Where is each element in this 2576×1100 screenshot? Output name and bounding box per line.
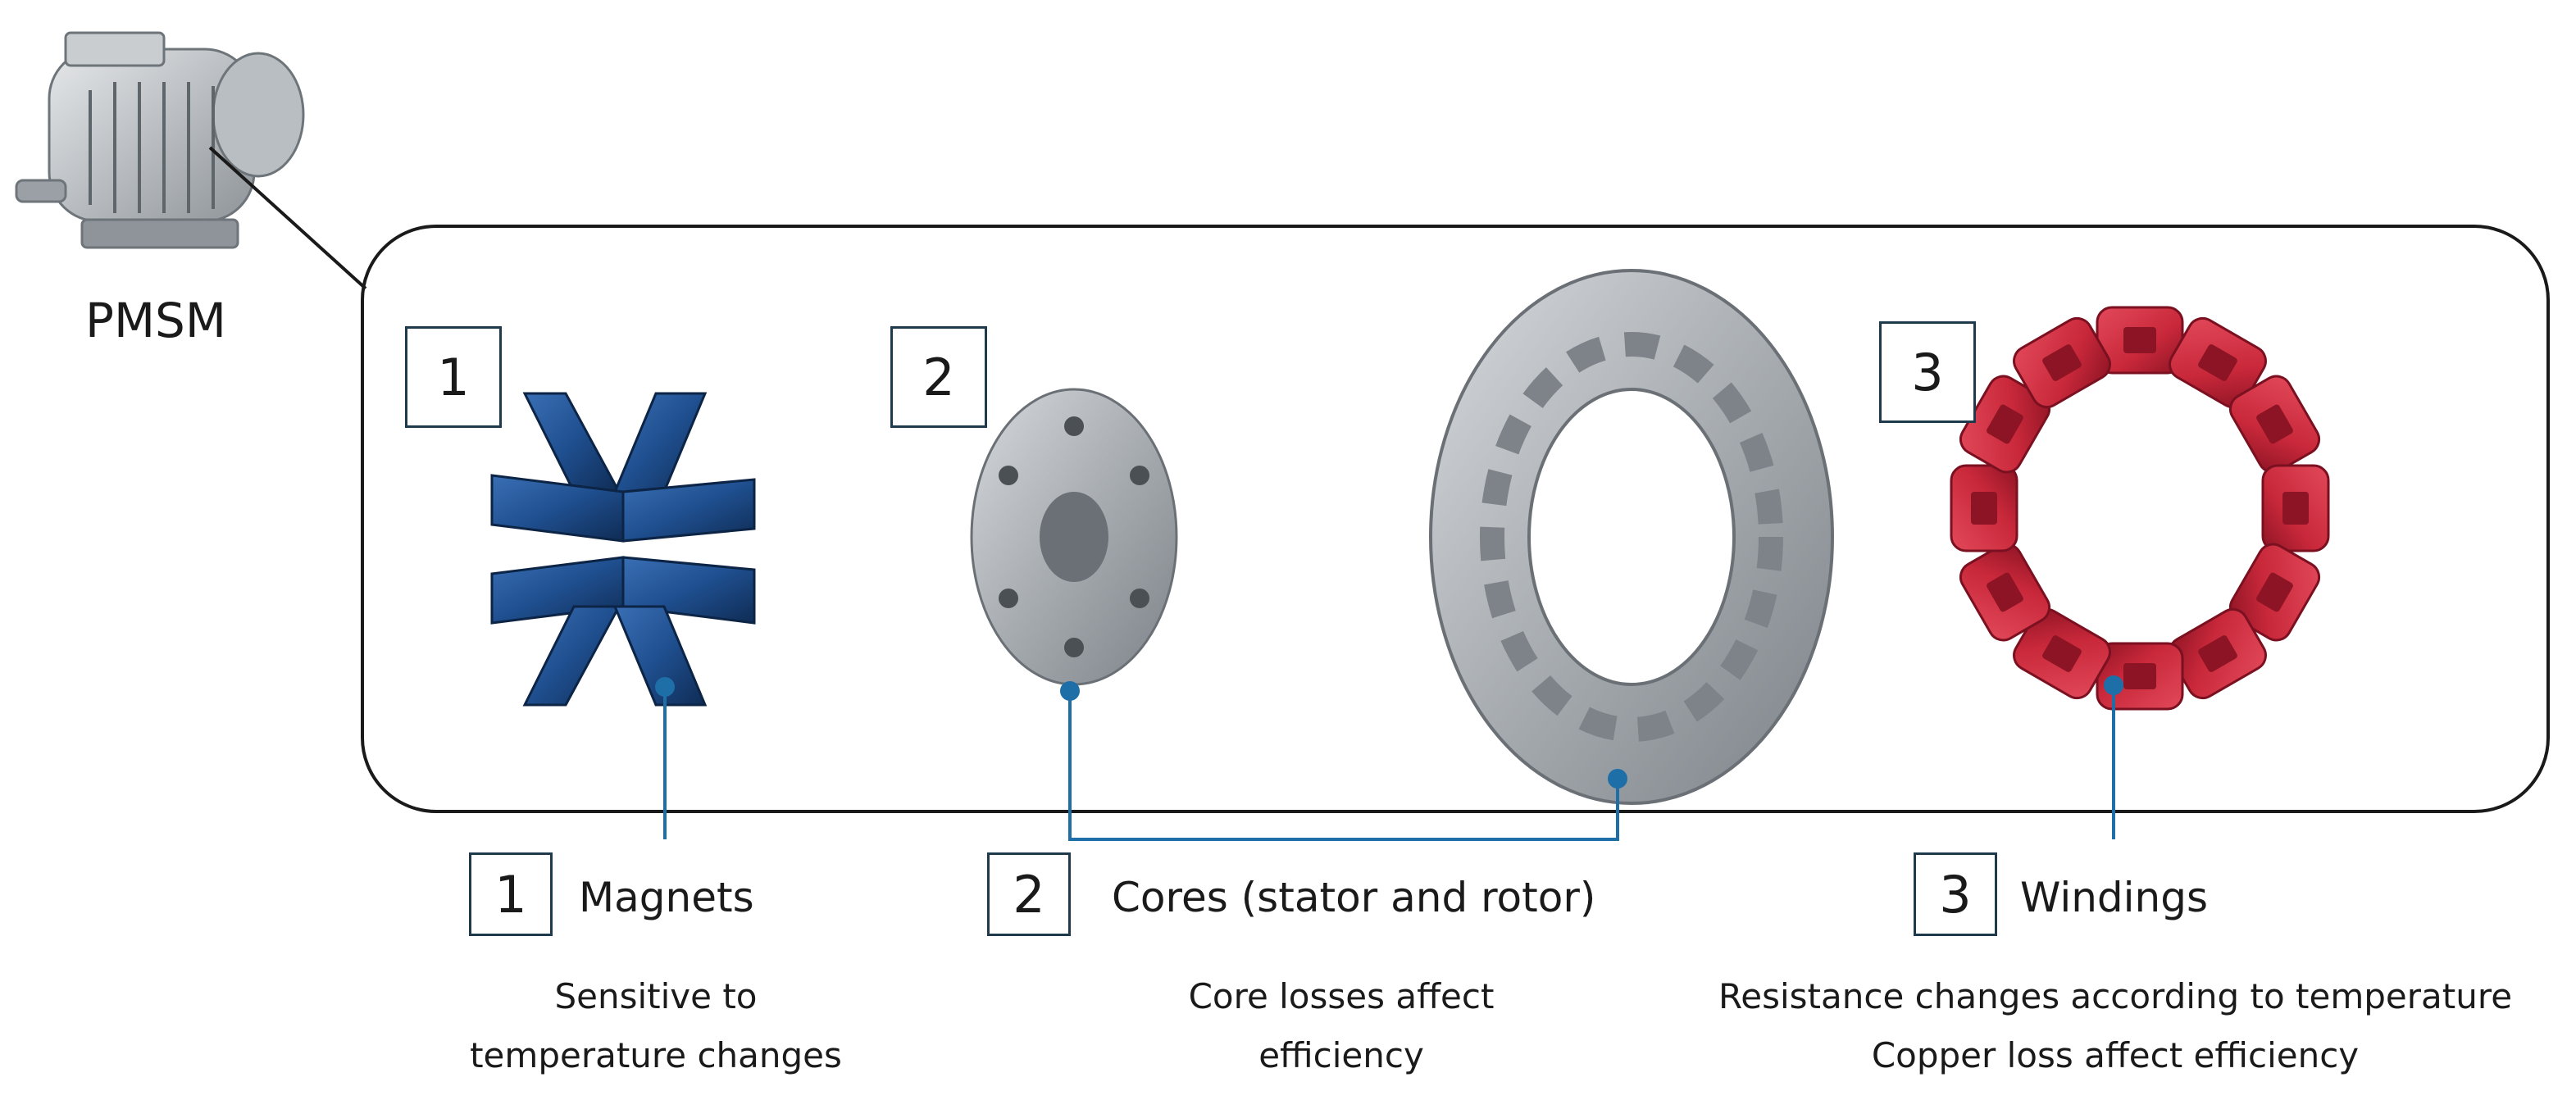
legend-magnets-description: Sensitive to temperature changes (410, 967, 902, 1085)
leader-lines (663, 685, 2115, 841)
winding-coil (1959, 375, 2051, 474)
legend-cores-number: 2 (987, 852, 1071, 936)
winding-coil (2169, 316, 2267, 409)
winding-coil (1959, 543, 2051, 642)
callout-windings-number: 3 (1879, 321, 1976, 423)
legend-cores-description: Core losses affect efficiency (1095, 967, 1587, 1085)
legend-windings-line-1: Resistance changes according to temperat… (1718, 976, 2513, 1016)
legend-magnets-line-2: temperature changes (470, 1035, 842, 1075)
windings-image (1950, 306, 2330, 711)
leader-dots (655, 675, 2123, 789)
motor-icon (15, 31, 305, 249)
stator-core-image (1429, 269, 1834, 805)
motor-label: PMSM (85, 293, 226, 348)
legend-cores-line-1: Core losses affect (1188, 976, 1495, 1016)
legend-magnets-title: Magnets (579, 874, 754, 921)
legend-windings-line-2: Copper loss affect efficiency (1871, 1035, 2360, 1075)
legend-windings-number: 3 (1914, 852, 1997, 936)
winding-coil (2228, 375, 2321, 474)
components-frame (361, 225, 2550, 813)
winding-coil (1950, 464, 2018, 552)
winding-coil (2169, 607, 2267, 700)
winding-coil (2261, 464, 2330, 552)
rotor-core-image (970, 388, 1178, 686)
winding-coil (2013, 607, 2111, 700)
motor-connector (208, 146, 367, 290)
magnets-image (490, 392, 756, 707)
winding-coil (2013, 316, 2111, 409)
legend-cores-line-2: efficiency (1258, 1035, 1424, 1075)
legend-magnets-number: 1 (469, 852, 553, 936)
legend-windings-title: Windings (2020, 874, 2209, 921)
legend-magnets-line-1: Sensitive to (554, 976, 758, 1016)
callout-magnets-number: 1 (405, 326, 502, 428)
legend-windings-description: Resistance changes according to temperat… (1689, 967, 2542, 1085)
winding-coil (2228, 543, 2321, 642)
legend-cores-title: Cores (stator and rotor) (1112, 874, 1596, 921)
callout-cores-number: 2 (890, 326, 987, 428)
